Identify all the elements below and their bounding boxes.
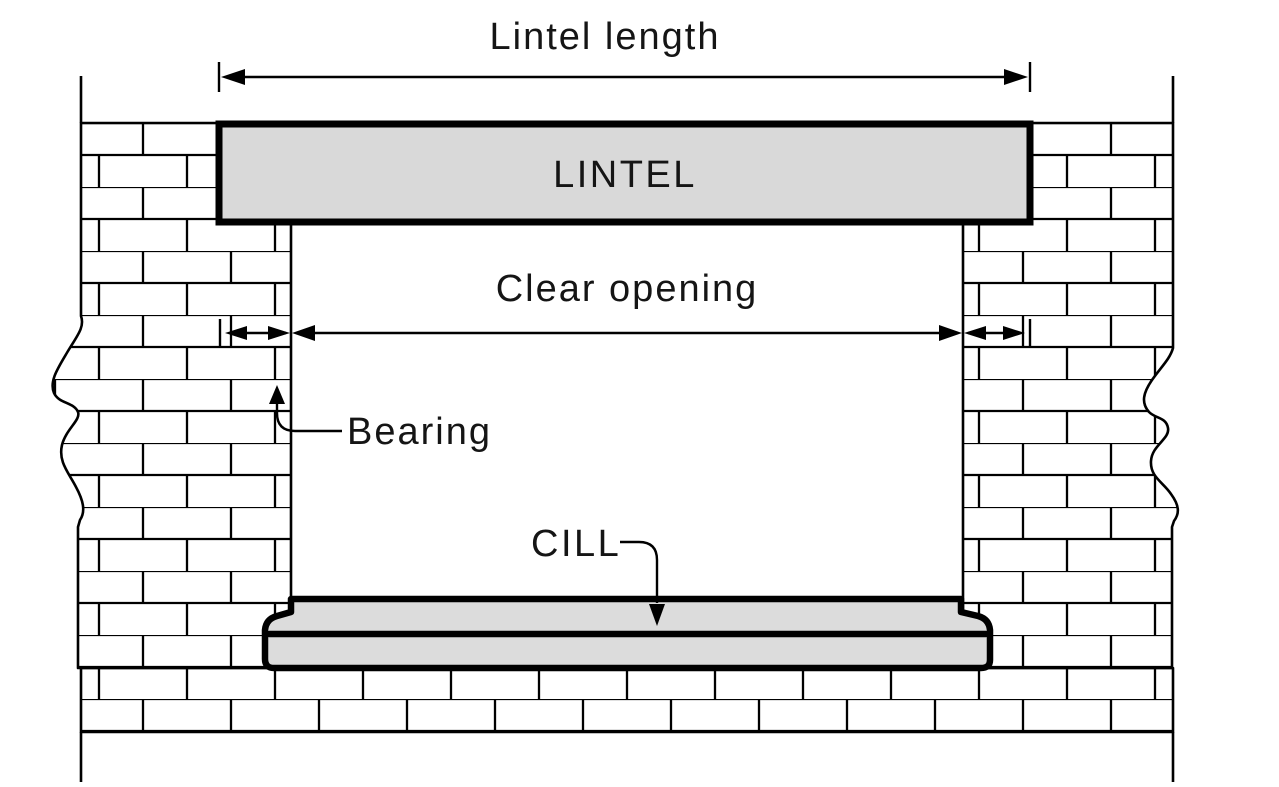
leader-line xyxy=(620,540,659,603)
right-wall-pier xyxy=(961,121,1180,670)
brick-walls xyxy=(51,76,1180,782)
arrowhead-up xyxy=(269,385,285,404)
bearing-dimension-left xyxy=(218,319,290,347)
lintel-beam xyxy=(215,120,1034,226)
lintel-label: LINTEL xyxy=(553,154,697,196)
arrowhead-right xyxy=(939,325,962,341)
arrowhead-left xyxy=(221,69,245,85)
cill-label: CILL xyxy=(531,523,621,565)
wall-edge-lines xyxy=(79,76,1175,782)
lintel-length-label: Lintel length xyxy=(490,16,721,58)
arrowhead-down xyxy=(649,604,665,626)
bearing-label: Bearing xyxy=(347,411,492,453)
wall-band-below-cill xyxy=(79,666,1175,734)
bearing-dimension-right xyxy=(964,319,1032,347)
left-wall-pier xyxy=(51,121,293,670)
lintel-length-dimension xyxy=(217,62,1032,92)
arrowhead-left xyxy=(964,326,986,340)
arrowhead-left xyxy=(225,326,247,340)
arrowhead-right xyxy=(1003,326,1025,340)
leader-line xyxy=(275,403,342,433)
arrowhead-right xyxy=(268,326,290,340)
clear-opening-dimension xyxy=(292,325,962,341)
cill-leader-arrow xyxy=(620,540,665,626)
cill-slab xyxy=(261,595,994,672)
clear-opening-label: Clear opening xyxy=(496,268,759,310)
bearing-leader-arrow xyxy=(269,385,342,433)
arrowhead-right xyxy=(1004,69,1028,85)
arrowhead-left xyxy=(292,325,315,341)
